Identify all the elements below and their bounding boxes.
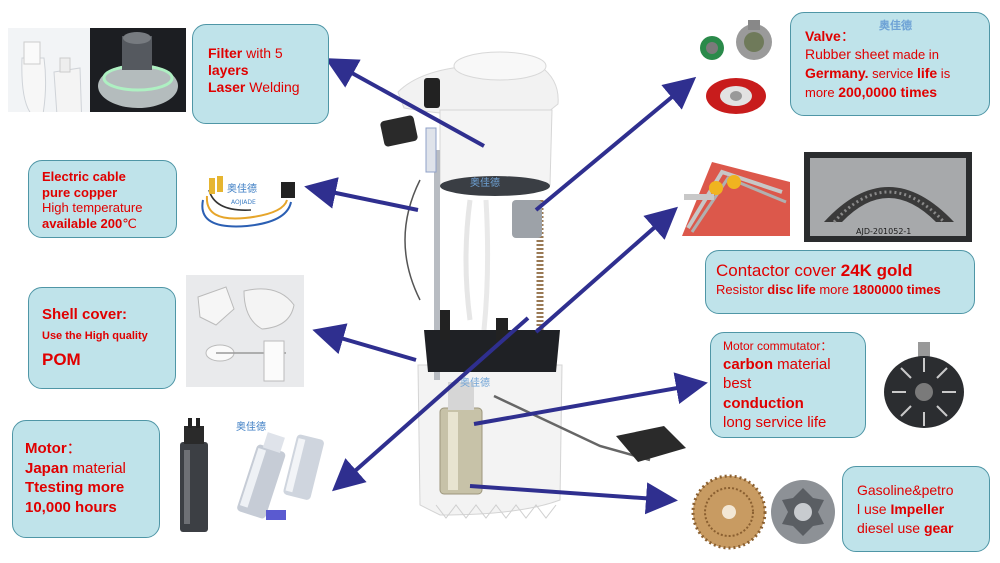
filter-bag-photo xyxy=(8,28,90,112)
callout-impeller: Gasoline&petro l use Impeller diesel use… xyxy=(842,466,990,552)
cable-temp-unit: ℃ xyxy=(122,215,137,231)
valve-germany: Germany. xyxy=(805,65,869,82)
brand-watermark-motor: 奥佳德 xyxy=(236,420,266,433)
cable-high-temp: High temperature xyxy=(42,200,143,216)
valve-photo-green xyxy=(692,18,784,72)
shell-material: POM xyxy=(42,349,81,369)
filter-title: Filter xyxy=(208,45,243,61)
callout-commutator: Motor commutator： carbon material best c… xyxy=(710,332,866,438)
brand-watermark-center: 奥佳德 xyxy=(460,376,490,389)
valve-times: 200,0000 times xyxy=(838,83,938,100)
valve-service: service xyxy=(868,66,917,82)
filter-welding: Welding xyxy=(245,79,300,96)
impeller-use: l use xyxy=(857,500,891,517)
motor-japan: Japan xyxy=(25,459,69,477)
commutator-photo xyxy=(876,332,974,436)
commutator-colon: ： xyxy=(820,339,833,353)
commutator-title: Motor commutator xyxy=(723,339,821,353)
motor-hours: 10,000 hours xyxy=(25,498,117,516)
arrow-commutator xyxy=(473,372,708,426)
motor-colon: ： xyxy=(66,440,82,457)
gear-photo xyxy=(768,470,838,554)
filter-layers: layers xyxy=(208,62,249,79)
resistor-disc-photo: AJD-201052-1 xyxy=(804,152,972,242)
callout-cable: Electric cable pure copper High temperat… xyxy=(28,160,177,238)
callout-shell: Shell cover: Use the High quality POM xyxy=(28,287,176,389)
valve-photo-red xyxy=(700,72,780,114)
impeller-gear: gear xyxy=(923,519,954,536)
valve-more: more xyxy=(805,84,839,100)
contactor-title: Contactor cover xyxy=(716,261,841,280)
shell-cover-photo xyxy=(186,275,304,387)
shell-title: Shell cover: xyxy=(42,306,128,323)
contactor-photo xyxy=(682,152,790,236)
arrow-cable xyxy=(304,177,419,212)
commutator-life: long service life xyxy=(723,414,827,432)
arrow-filter xyxy=(324,58,485,148)
arrow-valve xyxy=(534,76,697,212)
brand-watermark: 奥佳德 xyxy=(227,182,257,195)
filter-laser: Laser xyxy=(208,79,246,96)
brand-watermark-en: AOJIADE xyxy=(231,199,256,206)
contactor-resistor: Resistor xyxy=(716,281,768,297)
arrow-shell xyxy=(312,323,417,362)
motor-photo-black xyxy=(172,412,216,540)
callout-motor: Motor： Japan material Ttesting more 10,0… xyxy=(12,420,160,538)
impeller-diesel: diesel use xyxy=(857,519,924,536)
commutator-carbon: carbon xyxy=(723,355,774,373)
commutator-material: material xyxy=(773,355,831,373)
impeller-word: Impeller xyxy=(890,500,945,517)
contactor-gold: 24K gold xyxy=(840,261,913,280)
arrow-motor xyxy=(332,316,530,492)
commutator-conduction: conduction xyxy=(723,394,804,412)
motor-testing: Ttesting more xyxy=(25,479,125,496)
valve-title: Valve xyxy=(805,28,841,44)
cable-copper: pure copper xyxy=(42,184,118,200)
contactor-more: more xyxy=(815,281,853,297)
commutator-best: best xyxy=(723,375,752,393)
callout-filter: Filter with 5 layers Laser Welding xyxy=(192,24,329,124)
impeller-gasoline: Gasoline&petro xyxy=(857,482,954,498)
arrow-contactor xyxy=(534,206,678,334)
shell-quality: Use the High quality xyxy=(42,330,148,343)
valve-rubber: Rubber sheet xyxy=(805,46,890,63)
valve-brand-logo: 奥佳德 xyxy=(879,20,912,32)
resistor-part-label: AJD-201052-1 xyxy=(856,227,911,236)
cable-temp-value: available 200 xyxy=(42,215,123,231)
contactor-times: 1800000 times xyxy=(852,281,941,297)
motor-photo-silver: 奥佳德 xyxy=(232,414,330,530)
callout-contactor: Contactor cover 24K gold Resistor disc l… xyxy=(705,250,975,314)
motor-material: material xyxy=(68,459,126,477)
brand-watermark-top: 奥佳德 xyxy=(470,176,500,189)
impeller-photo xyxy=(690,470,768,554)
valve-colon: ： xyxy=(840,28,855,44)
cable-title: Electric cable xyxy=(42,169,126,184)
valve-made-in: made in xyxy=(889,47,939,63)
filter-welding-photo xyxy=(90,28,186,112)
arrow-impeller xyxy=(469,482,678,515)
callout-valve: Valve： Rubber sheet made in Germany. ser… xyxy=(790,12,990,116)
valve-life: life xyxy=(916,65,938,82)
cable-photo: 奥佳德 AOJIADE xyxy=(187,160,305,240)
valve-is: is xyxy=(937,66,951,82)
contactor-disc-life: disc life xyxy=(767,281,816,297)
motor-title: Motor xyxy=(25,440,67,457)
filter-text-1: with 5 xyxy=(242,45,283,61)
